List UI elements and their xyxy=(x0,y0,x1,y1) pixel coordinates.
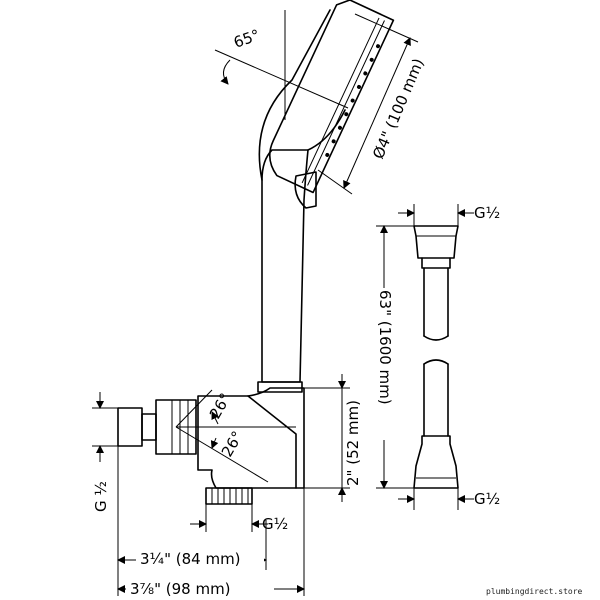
watermark-text: plumbingdirect.store xyxy=(486,587,583,596)
thread-outlet-label: G½ xyxy=(262,515,288,533)
thread-bottom-label: G½ xyxy=(474,490,500,508)
hand-shower xyxy=(257,0,395,393)
thread-top-dimension: G½ xyxy=(398,204,500,226)
hose-length-label: 63" (1600 mm) xyxy=(376,290,394,405)
spray-nozzles xyxy=(325,44,381,157)
angle-65-dimension: 65° xyxy=(214,10,349,120)
shower-handle xyxy=(261,149,309,383)
angle-upper-label: 26° xyxy=(206,390,235,422)
thread-bottom-dimension: G½ xyxy=(398,488,500,510)
width-inner-label: 3¼" (84 mm) xyxy=(140,550,241,568)
thread-outlet-dimension: G½ xyxy=(190,504,288,533)
thread-left-label: G ½ xyxy=(92,481,110,512)
thread-left-dimension: G ½ xyxy=(92,392,118,512)
width-dimensions: 3¼" (84 mm) 3⅞" (98 mm) xyxy=(117,446,305,598)
height-dimension: 2" (52 mm) xyxy=(300,374,362,502)
outlet-thread xyxy=(205,487,253,505)
width-outer-label: 3⅞" (98 mm) xyxy=(130,580,231,598)
hose-length-dimension: 63" (1600 mm) xyxy=(375,225,414,489)
diameter-dimension: Ø4" (100 mm) xyxy=(317,13,428,195)
diameter-head-label: Ø4" (100 mm) xyxy=(369,56,428,162)
wall-elbow: 26° 26° xyxy=(117,387,305,505)
angle-head-label: 65° xyxy=(231,26,262,52)
spray-button xyxy=(294,171,317,209)
thread-top-label: G½ xyxy=(474,204,500,222)
height-outlet-label: 2" (52 mm) xyxy=(344,400,362,486)
shower-hose xyxy=(413,225,459,489)
hose-top-fitting xyxy=(413,225,459,259)
handle-collar xyxy=(257,381,303,393)
